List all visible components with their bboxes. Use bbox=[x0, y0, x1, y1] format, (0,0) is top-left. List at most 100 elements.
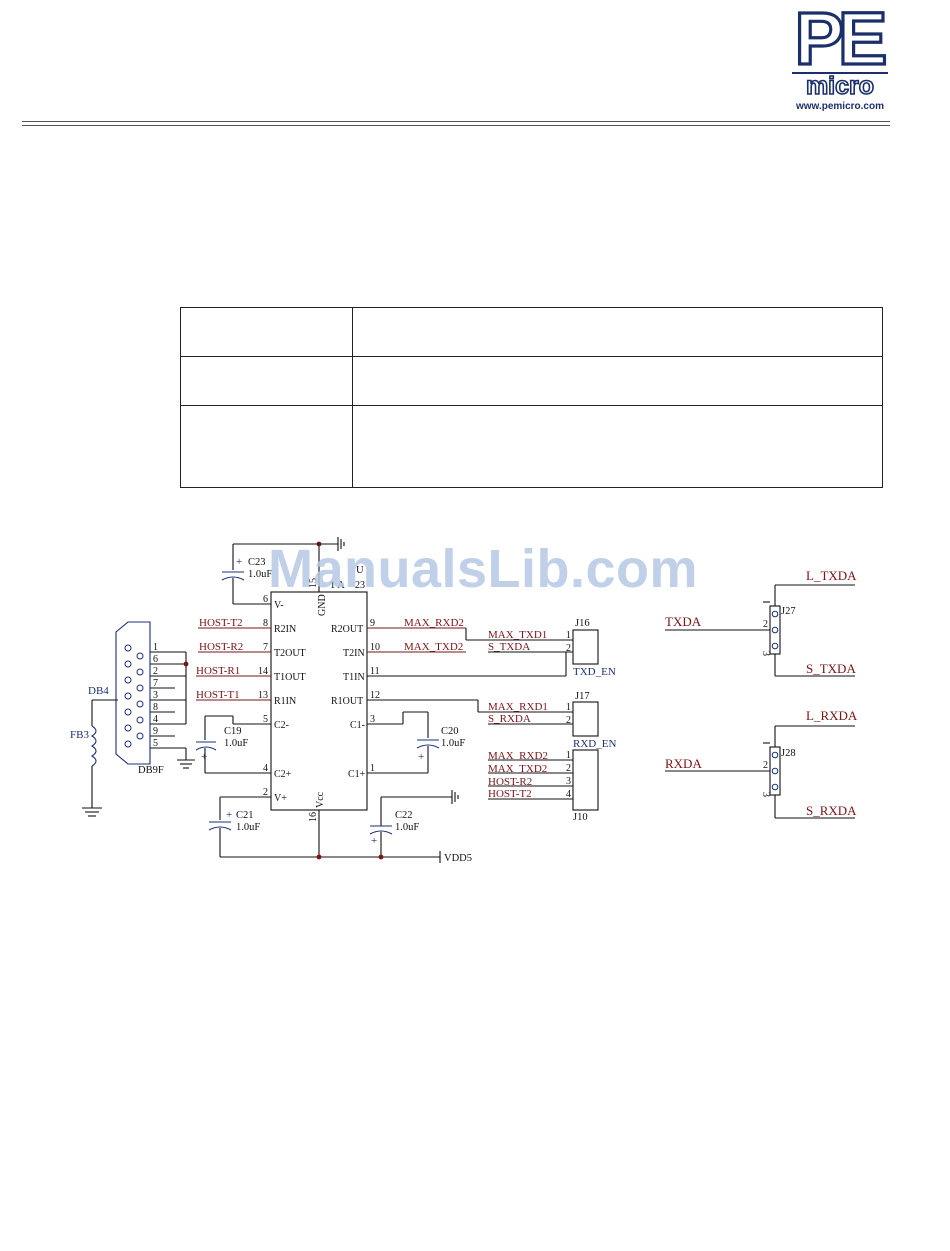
j16-net: S_TXDA bbox=[488, 641, 530, 653]
ic-pin-name: V+ bbox=[274, 793, 287, 804]
ic-vcc-label: Vcc bbox=[315, 791, 326, 808]
table-cell bbox=[180, 307, 353, 357]
j17-net: S_RXDA bbox=[488, 713, 531, 725]
logo-word: micro bbox=[806, 72, 874, 100]
j28-pin: 3 bbox=[760, 792, 771, 797]
logo-letters: PE bbox=[795, 2, 885, 80]
c22-value: 1.0uF bbox=[395, 822, 419, 833]
ic-part: 1 A bbox=[330, 580, 345, 591]
ic-pin-name: R1IN bbox=[274, 696, 296, 707]
ic-pin-name: T2IN bbox=[343, 648, 365, 659]
j16-header bbox=[572, 629, 599, 665]
db9-pin-num: 4 bbox=[153, 714, 158, 725]
ic-pin-name: C2- bbox=[274, 720, 289, 731]
max-net-label: MAX_TXD2 bbox=[404, 641, 463, 653]
j27-pin: 3 bbox=[760, 651, 771, 656]
c19-ref: C19 bbox=[224, 726, 242, 737]
host-net-label: HOST-T2 bbox=[199, 617, 243, 629]
j28-pin: 2 bbox=[763, 760, 768, 771]
j10-pin: 1 bbox=[566, 750, 571, 761]
j17-pin: 1 bbox=[566, 702, 571, 713]
c23-value: 1.0uF bbox=[248, 569, 272, 580]
ic-pin-23: 23 bbox=[355, 580, 365, 591]
db4-ref: DB4 bbox=[88, 685, 109, 697]
j27-pin: 2 bbox=[763, 619, 768, 630]
j28-input-net: RXDA bbox=[665, 756, 702, 771]
ic-pin-name: R2OUT bbox=[331, 624, 363, 635]
pemicro-logo: PE micro www.pemicro.com bbox=[792, 2, 892, 112]
ic-pin-num: 8 bbox=[263, 618, 268, 629]
j27-bottom-net: S_TXDA bbox=[806, 661, 856, 676]
j16-ref: J16 bbox=[575, 618, 590, 629]
svg-text:+: + bbox=[201, 751, 207, 763]
j17-pin: 2 bbox=[566, 715, 571, 726]
j17-header bbox=[572, 701, 599, 737]
db9-pin-num: 1 bbox=[153, 642, 158, 653]
ic-pin-num: 1 bbox=[370, 763, 375, 774]
j28-bottom-net: S_RXDA bbox=[806, 803, 857, 818]
db9-pin-num: 3 bbox=[153, 690, 158, 701]
rs232-schematic: U 1 A 23 GND 15 Vcc 16 6 V- 8 R2IN 7 T2O… bbox=[70, 537, 858, 864]
j28-jumper bbox=[665, 725, 855, 819]
ic-pin-num: 6 bbox=[263, 594, 268, 605]
db9-pin-num: 8 bbox=[153, 702, 158, 713]
svg-text:+: + bbox=[371, 835, 377, 847]
ic-pin-name: T1OUT bbox=[274, 672, 306, 683]
db9-pin-num: 9 bbox=[153, 726, 158, 737]
table-row bbox=[180, 405, 883, 488]
logo-url: www.pemicro.com bbox=[795, 101, 884, 112]
db9-pins bbox=[124, 644, 144, 748]
ic-gnd-label: GND bbox=[317, 594, 328, 616]
ic-pin-name: R1OUT bbox=[331, 696, 363, 707]
svg-text:+: + bbox=[226, 809, 232, 821]
ic-vcc-num: 16 bbox=[308, 812, 319, 822]
j10-net: HOST-R2 bbox=[488, 776, 532, 788]
table-cell bbox=[352, 405, 883, 488]
j10-net: MAX_TXD2 bbox=[488, 763, 547, 775]
fb3-ref: FB3 bbox=[70, 729, 89, 741]
c19-value: 1.0uF bbox=[224, 738, 248, 749]
ic-pin-name: V- bbox=[274, 600, 284, 611]
j17-net: MAX_RXD1 bbox=[488, 701, 548, 713]
db9f-label: DB9F bbox=[138, 765, 164, 776]
db9-pin-num: 7 bbox=[153, 678, 158, 689]
ic-pin-name: C1- bbox=[350, 720, 365, 731]
host-net-label: HOST-T1 bbox=[196, 689, 240, 701]
c22-ref: C22 bbox=[395, 810, 413, 821]
j27-input-net: TXDA bbox=[665, 614, 702, 629]
ic-pin-num: 12 bbox=[370, 690, 380, 701]
j10-pin: 4 bbox=[566, 789, 571, 800]
db9-pin-leads bbox=[150, 651, 195, 769]
c20-ref: C20 bbox=[441, 726, 459, 737]
header-rule-bottom bbox=[22, 125, 890, 126]
table-cell bbox=[352, 307, 883, 357]
svg-text:+: + bbox=[236, 556, 242, 568]
j10-pin: 2 bbox=[566, 763, 571, 774]
db9-pin-num: 5 bbox=[153, 738, 158, 749]
j16-pin: 1 bbox=[566, 630, 571, 641]
j10-header bbox=[572, 749, 599, 811]
ic-pin-num: 14 bbox=[258, 666, 268, 677]
j17-name: RXD_EN bbox=[573, 738, 616, 750]
ic-pin-num: 5 bbox=[263, 714, 268, 725]
ic-pin-name: T1IN bbox=[343, 672, 365, 683]
j16-net: MAX_TXD1 bbox=[488, 629, 547, 641]
ic-pin-name: T2OUT bbox=[274, 648, 306, 659]
j27-ref: J27 bbox=[781, 606, 796, 617]
db9-pin-num: 2 bbox=[153, 666, 158, 677]
j16-name: TXD_EN bbox=[573, 666, 616, 678]
ic-pin-num: 9 bbox=[370, 618, 375, 629]
table-cell bbox=[180, 405, 353, 488]
ic-pin-num: 10 bbox=[370, 642, 380, 653]
ic-pin-num: 13 bbox=[258, 690, 268, 701]
host-net-label: HOST-R1 bbox=[196, 665, 240, 677]
j10-ref: J10 bbox=[573, 812, 588, 823]
ic-pin-num: 2 bbox=[263, 787, 268, 798]
j27-top-net: L_TXDA bbox=[806, 568, 857, 583]
j17-ref: J17 bbox=[575, 691, 590, 702]
ic-pin-name: R2IN bbox=[274, 624, 296, 635]
host-net-label: HOST-R2 bbox=[199, 641, 243, 653]
watermark: ManualsLib.com bbox=[268, 539, 699, 599]
ic-gnd-num: 15 bbox=[308, 578, 319, 588]
ic-pin-num: 11 bbox=[370, 666, 380, 677]
